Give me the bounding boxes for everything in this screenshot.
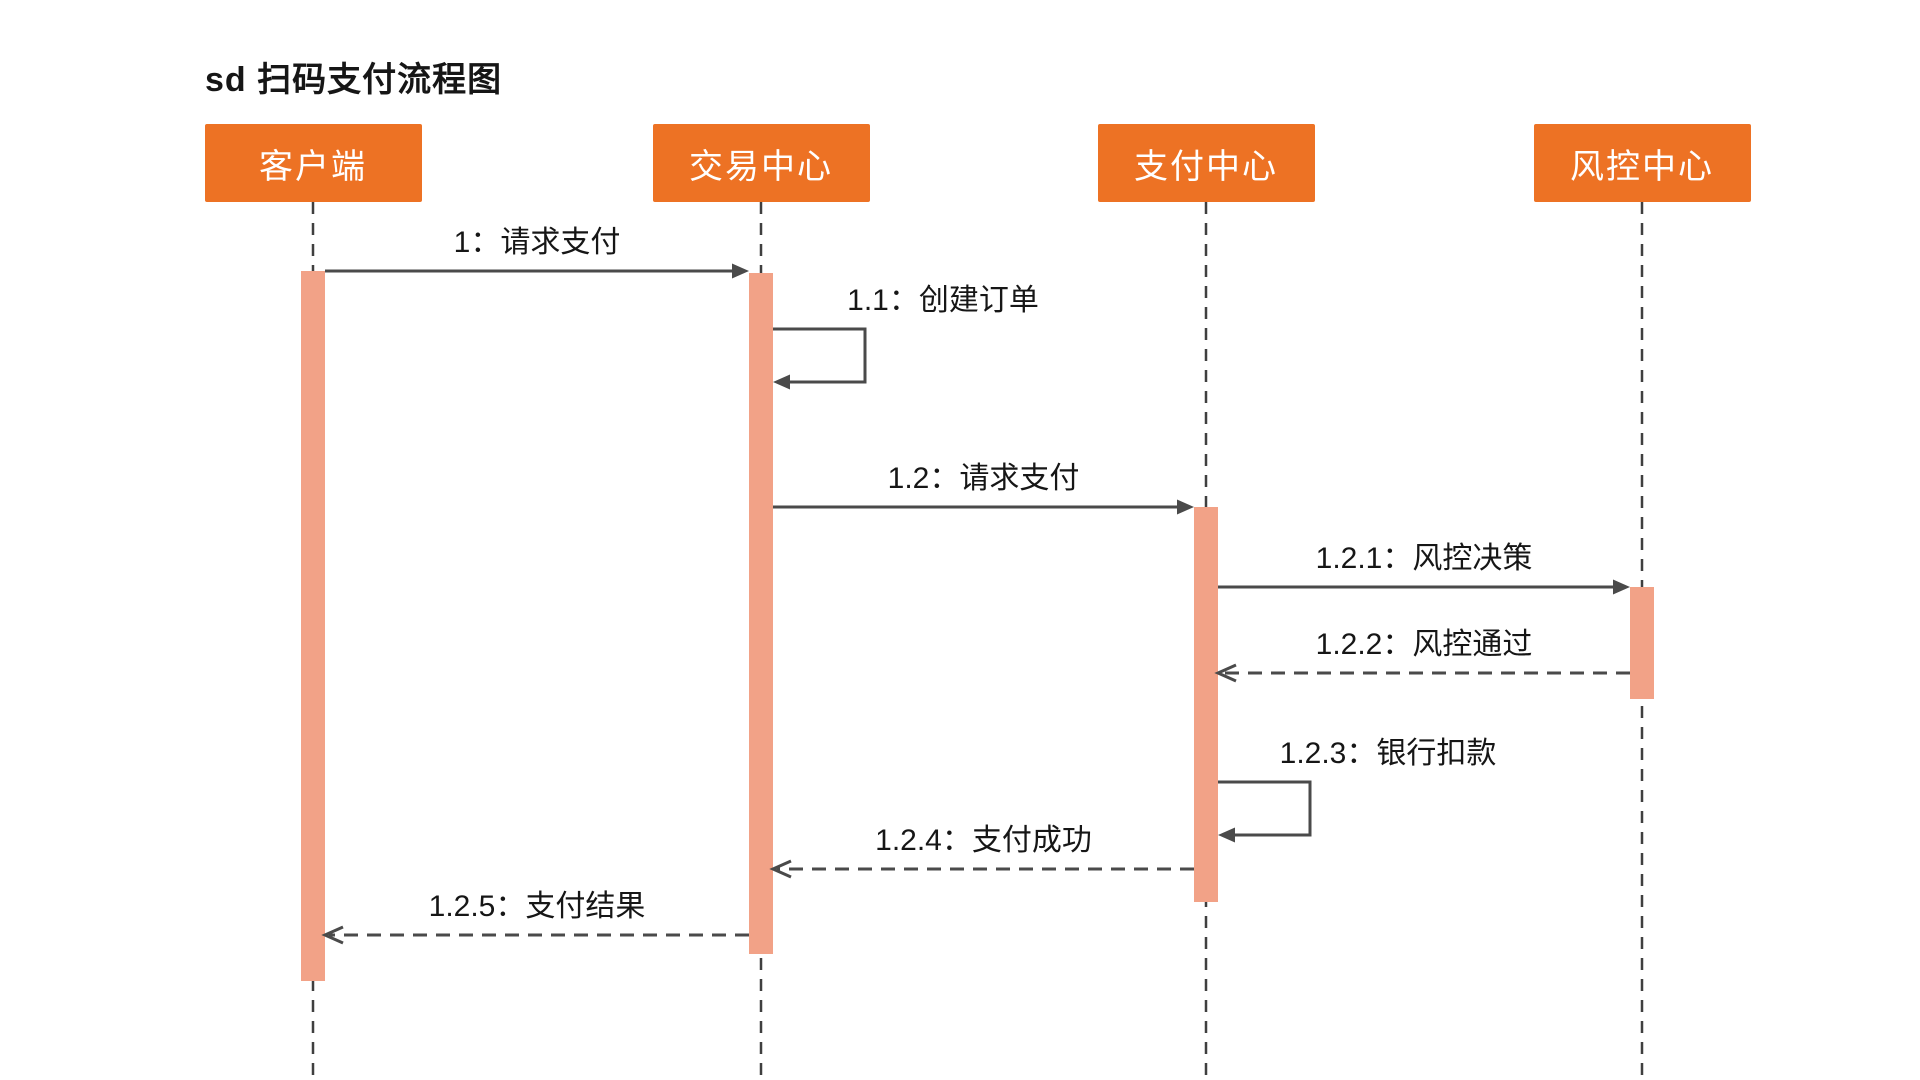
message-arrow-1.2.1 xyxy=(1218,579,1630,595)
message-label: 1.2.5：支付结果 xyxy=(428,890,646,923)
message-arrow-1.2 xyxy=(773,499,1194,515)
message-arrow-1.2.2 xyxy=(1214,663,1630,683)
participant-label: 交易中心 xyxy=(689,147,833,186)
activation-bar-pay xyxy=(1194,507,1218,902)
participant-label: 风控中心 xyxy=(1570,147,1714,186)
arrowhead-filled-icon xyxy=(1613,579,1630,595)
message-label: 1：请求支付 xyxy=(453,226,621,259)
message-label: 1.2.3：银行扣款 xyxy=(1279,737,1497,770)
message-label: 1.2.1：风控决策 xyxy=(1315,542,1533,575)
activation-bar-client xyxy=(301,271,325,981)
activation-bar-trade xyxy=(749,273,773,954)
participant-box-risk: 风控中心 xyxy=(1533,124,1751,202)
arrowhead-filled-icon xyxy=(773,374,790,390)
diagram-title: sd 扫码支付流程图 xyxy=(205,61,503,99)
participant-label: 支付中心 xyxy=(1134,147,1278,186)
arrowhead-filled-icon xyxy=(1177,499,1194,515)
message-label: 1.2.2：风控通过 xyxy=(1315,628,1533,661)
message-arrow-1.2.5 xyxy=(321,925,749,945)
arrowhead-open-icon xyxy=(1214,663,1237,683)
message-label: 1.1：创建订单 xyxy=(847,284,1039,317)
participant-box-pay: 支付中心 xyxy=(1097,124,1315,202)
message-arrow-1.2.4 xyxy=(769,859,1194,879)
participant-box-client: 客户端 xyxy=(204,124,422,202)
participant-box-trade: 交易中心 xyxy=(652,124,870,202)
message-arrow-1 xyxy=(325,263,749,279)
message-arrow-1.1 xyxy=(773,327,867,390)
message-arrow-1.2.3 xyxy=(1218,780,1312,843)
arrowhead-filled-icon xyxy=(1218,827,1235,843)
activation-bar-risk xyxy=(1630,587,1654,699)
arrowhead-open-icon xyxy=(321,925,344,945)
arrowhead-open-icon xyxy=(769,859,792,879)
message-label: 1.2.4：支付成功 xyxy=(875,824,1092,857)
participant-label: 客户端 xyxy=(259,147,367,186)
arrowhead-filled-icon xyxy=(732,263,749,279)
message-label: 1.2：请求支付 xyxy=(887,462,1080,495)
